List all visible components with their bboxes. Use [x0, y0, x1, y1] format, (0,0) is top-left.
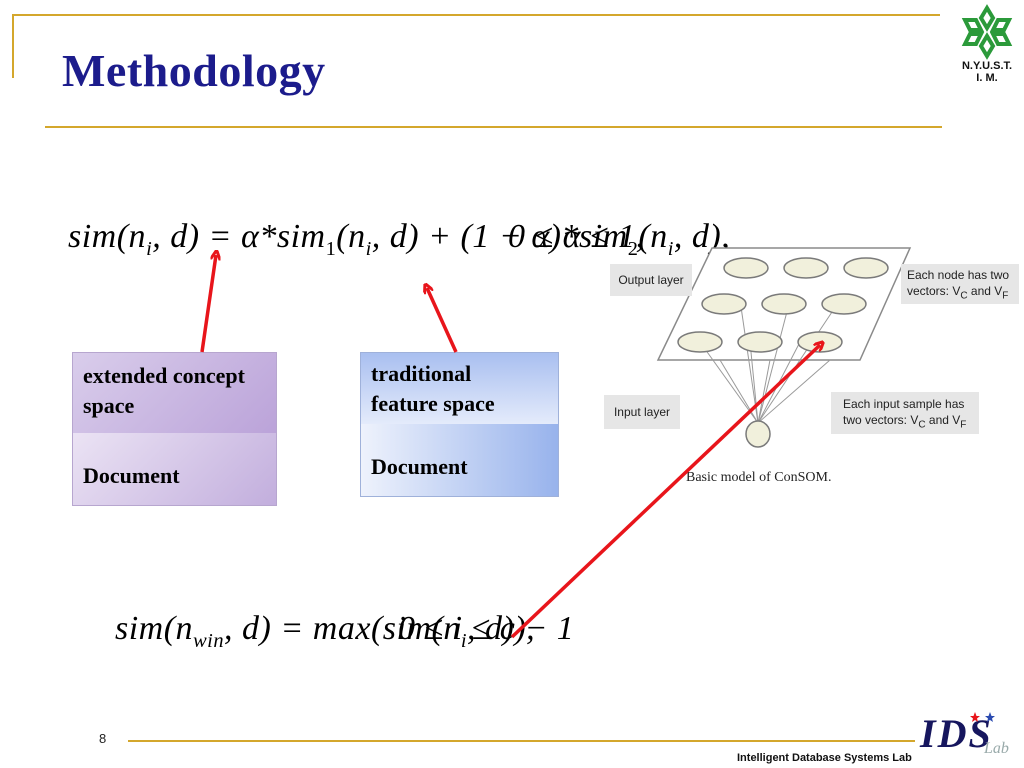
input-layer-label: Input layer [604, 395, 680, 429]
output-layer-label: Output layer [610, 264, 692, 296]
input-vectors-note: Each input sample has two vectors: VC an… [831, 392, 979, 434]
som-node [723, 257, 769, 279]
traditional-feature-box-bottom: Document [361, 424, 558, 496]
som-node [843, 257, 889, 279]
formula-combined-similarity: sim(ni, d) = α*sim1(ni, d) + (1 − α)*sim… [68, 218, 731, 260]
ids-logo: IDS Lab [912, 708, 1022, 766]
extended-concept-label: extended concept space [83, 363, 245, 418]
logo-line1: N.Y.U.S.T. [961, 60, 1013, 72]
traditional-feature-box-top: traditional feature space [361, 353, 558, 424]
input-node [745, 420, 771, 448]
som-node [821, 293, 867, 315]
extended-concept-box: extended concept space Document [72, 352, 277, 506]
som-node [701, 293, 747, 315]
extended-concept-box-bottom: Document [73, 433, 276, 505]
som-node [797, 331, 843, 353]
traditional-feature-label: traditional feature space [371, 361, 495, 416]
ids-logo-tag: Lab [984, 740, 1009, 757]
slide-title: Methodology [62, 45, 326, 96]
nyust-logo: N.Y.U.S.T. I. M. [952, 4, 1022, 88]
page-number: 8 [99, 731, 107, 746]
green-star-logo-icon [961, 4, 1013, 60]
som-node [677, 331, 723, 353]
node-vectors-note: Each node has two vectors: VC and VF [901, 264, 1019, 304]
star-icon [970, 712, 995, 722]
som-node [761, 293, 807, 315]
extended-document-label: Document [83, 463, 180, 488]
logo-line2: I. M. [976, 72, 998, 84]
footer-lab-name: Intelligent Database Systems Lab [737, 752, 912, 764]
traditional-feature-box: traditional feature space Document [360, 352, 559, 497]
formula-alpha-range: 0 ≤ α ≤ 1, [508, 218, 645, 255]
formula-i-range: 0 ≤ i ≤ c − 1 [398, 610, 575, 647]
som-node [783, 257, 829, 279]
consom-caption: Basic model of ConSOM. [686, 470, 832, 485]
traditional-document-label: Document [371, 454, 468, 479]
formula-winner-similarity: sim(nwin, d) = max(sim(ni, d)), [115, 610, 536, 652]
som-node [737, 331, 783, 353]
extended-concept-box-top: extended concept space [73, 353, 276, 433]
ids-logo-text: IDS [920, 711, 993, 756]
